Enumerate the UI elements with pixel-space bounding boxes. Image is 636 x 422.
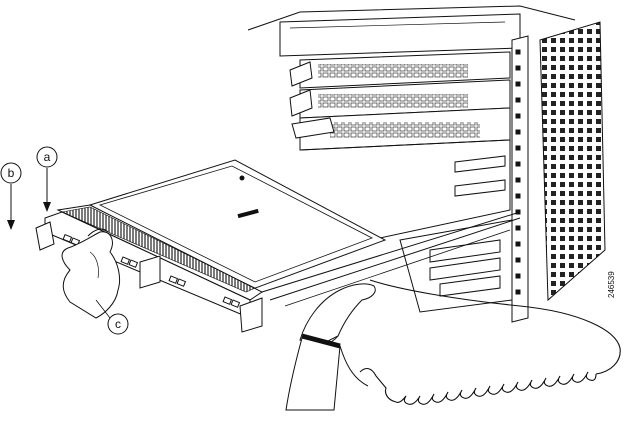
callout-c-label: c xyxy=(115,317,121,331)
lower-module-bay xyxy=(399,219,513,313)
ejector-lever-left xyxy=(35,221,55,251)
figure-id: 246539 xyxy=(607,271,616,298)
card-guide-upper xyxy=(454,155,506,173)
left-hand xyxy=(61,228,121,319)
arrow-b-icon xyxy=(7,220,15,230)
side-vent-panel xyxy=(539,21,606,302)
ejector-lever-right xyxy=(239,297,263,333)
callout-c: c xyxy=(95,299,129,335)
installed-line-card-1 xyxy=(289,51,511,89)
upper-module xyxy=(279,13,521,57)
line-card-being-inserted xyxy=(35,159,521,333)
rail-holes xyxy=(515,49,521,295)
right-hand-with-wrist-strap xyxy=(285,283,376,411)
callout-a-label: a xyxy=(44,150,51,164)
installed-line-card-2 xyxy=(289,79,511,119)
callout-b-label: b xyxy=(8,166,15,180)
esd-coiled-cord xyxy=(359,279,621,405)
callout-a: a xyxy=(36,146,58,212)
card-guide-lower xyxy=(454,179,506,197)
router-chassis xyxy=(247,5,606,323)
callout-b: b xyxy=(0,162,22,230)
ejector-lever-middle xyxy=(139,255,161,289)
installed-line-card-3 xyxy=(291,107,511,151)
card-board xyxy=(88,159,387,291)
arrow-a-icon xyxy=(43,202,51,212)
